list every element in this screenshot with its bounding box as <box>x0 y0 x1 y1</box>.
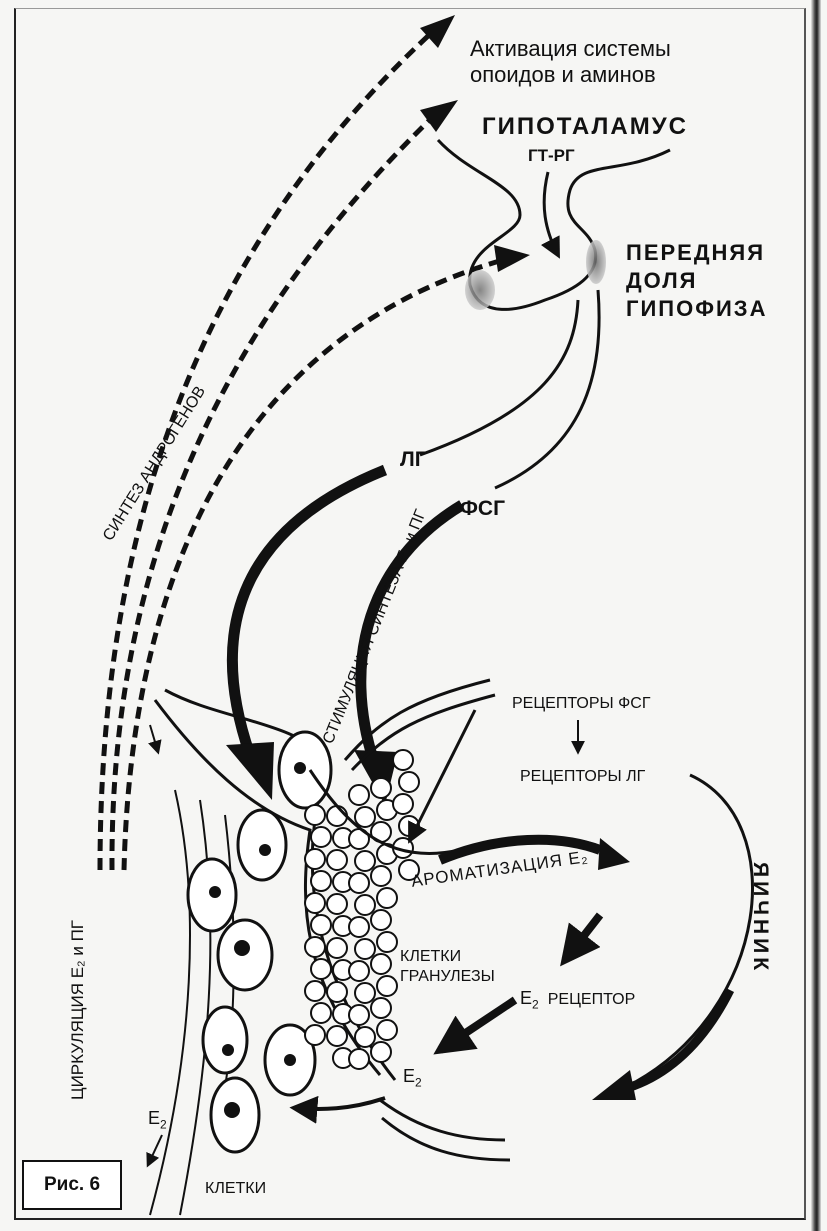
pituitary-shading-left <box>465 270 495 310</box>
granulosa-cell <box>311 959 331 979</box>
granulosa-cell <box>371 910 391 930</box>
granulosa-cell <box>305 1025 325 1045</box>
granulosa-cell <box>305 893 325 913</box>
granulosa-cell <box>349 1005 369 1025</box>
granulosa-cell <box>349 961 369 981</box>
granulosa-cell <box>327 894 347 914</box>
cells-label: КЛЕТКИ <box>205 1180 266 1198</box>
granulosa-cell <box>349 917 369 937</box>
granulosa-label-2: ГРАНУЛЕЗЫ <box>400 968 495 986</box>
granulosa-cell <box>377 1020 397 1040</box>
e2-out-e: E <box>148 1108 160 1128</box>
granulosa-cell <box>371 866 391 886</box>
pituitary-label-3: ГИПОФИЗА <box>626 296 767 321</box>
granulosa-cell <box>327 1026 347 1046</box>
granulosa-cell <box>349 873 369 893</box>
arrowhead-activation <box>420 15 455 48</box>
activation-label-1: Активация системы <box>470 36 671 61</box>
granulosa-cell <box>393 750 413 770</box>
granulosa-cell <box>311 1003 331 1023</box>
pituitary-label-2: ДОЛЯ <box>626 268 698 293</box>
e2-label: E2 <box>403 1066 422 1090</box>
granulosa-cell <box>355 1027 375 1047</box>
granulosa-cell <box>311 827 331 847</box>
granulosa-cell <box>327 850 347 870</box>
e2-sub: 2 <box>415 1076 422 1090</box>
theca-cell <box>203 1007 247 1073</box>
granulosa-label-1: КЛЕТКИ <box>400 948 461 966</box>
ovary-label: ЯИЧНИК <box>748 862 772 974</box>
circulation-label: ЦИРКУЛЯЦИЯ E₂ и ПГ <box>68 920 88 1100</box>
e2-receptor-text: РЕЦЕПТОР <box>548 991 636 1008</box>
granulosa-cell <box>371 998 391 1018</box>
granulosa-cell <box>355 895 375 915</box>
e2-out-sub: 2 <box>160 1118 167 1132</box>
e2-e: E <box>403 1066 415 1086</box>
fsh-receptors-label: РЕЦЕПТОРЫ ФСГ <box>512 695 651 713</box>
receptor-down-arrow <box>565 915 600 960</box>
granulosa-cell <box>305 805 325 825</box>
e2-out-arrow <box>148 1135 162 1165</box>
receptor-to-e2-arrow <box>440 1000 515 1050</box>
e2-receptor-label: E2 РЕЦЕПТОР <box>520 988 635 1012</box>
granulosa-cell <box>305 937 325 957</box>
granulosa-cell <box>327 938 347 958</box>
ovary-arrow-thick <box>620 990 730 1090</box>
granulosa-cell <box>371 778 391 798</box>
granulosa-cell <box>377 932 397 952</box>
arrowhead-hypothalamus <box>420 100 458 132</box>
granulosa-cell <box>349 785 369 805</box>
granulosa-cell <box>371 1042 391 1062</box>
pituitary-shading-right <box>586 240 606 284</box>
granulosa-cell <box>377 976 397 996</box>
granulosa-cell <box>399 772 419 792</box>
granulosa-cell <box>355 939 375 959</box>
ovary-arrowhead <box>592 1070 636 1100</box>
granulosa-cell <box>305 849 325 869</box>
fsh-label: ФСГ <box>460 497 505 521</box>
lh-arrowhead <box>226 742 274 800</box>
gtrg-arrow <box>544 172 558 255</box>
fsh-receptor-side-arrow <box>410 710 475 840</box>
lh-receptors-label: РЕЦЕПТОРЫ ЛГ <box>520 768 645 786</box>
granulosa-cell <box>377 888 397 908</box>
lh-label: ЛГ <box>400 448 427 472</box>
granulosa-cell <box>349 1049 369 1069</box>
arrowhead-pituitary <box>494 245 530 272</box>
activation-label-2: опоидов и аминов <box>470 62 656 87</box>
granulosa-cell <box>355 983 375 1003</box>
figure-caption-badge: Рис. 6 <box>22 1160 122 1210</box>
theca-stroma <box>150 790 234 1215</box>
granulosa-cell <box>311 871 331 891</box>
granulosa-cell <box>371 954 391 974</box>
granulosa-cell <box>327 806 347 826</box>
gt-rg-label: ГТ-РГ <box>528 146 575 166</box>
pituitary-label-1: ПЕРЕДНЯЯ <box>626 240 765 265</box>
e2-to-cell-arrow <box>295 1098 385 1109</box>
e2-receptor-e: E <box>520 988 532 1008</box>
hypothalamus-label: ГИПОТАЛАМУС <box>482 113 688 141</box>
ovary-arrow <box>630 775 753 1085</box>
granulosa-cell <box>305 981 325 1001</box>
e2-out-label: E2 <box>148 1108 167 1132</box>
granulosa-cell <box>355 851 375 871</box>
granulosa-cell <box>393 794 413 814</box>
granulosa-cell <box>311 915 331 935</box>
granulosa-cell <box>327 982 347 1002</box>
aromatization-head <box>598 838 630 870</box>
granulosa-cell <box>355 807 375 827</box>
e2-receptor-sub: 2 <box>532 998 539 1012</box>
inflow-arrow <box>150 725 158 752</box>
figure-caption: Рис. 6 <box>44 1174 100 1196</box>
